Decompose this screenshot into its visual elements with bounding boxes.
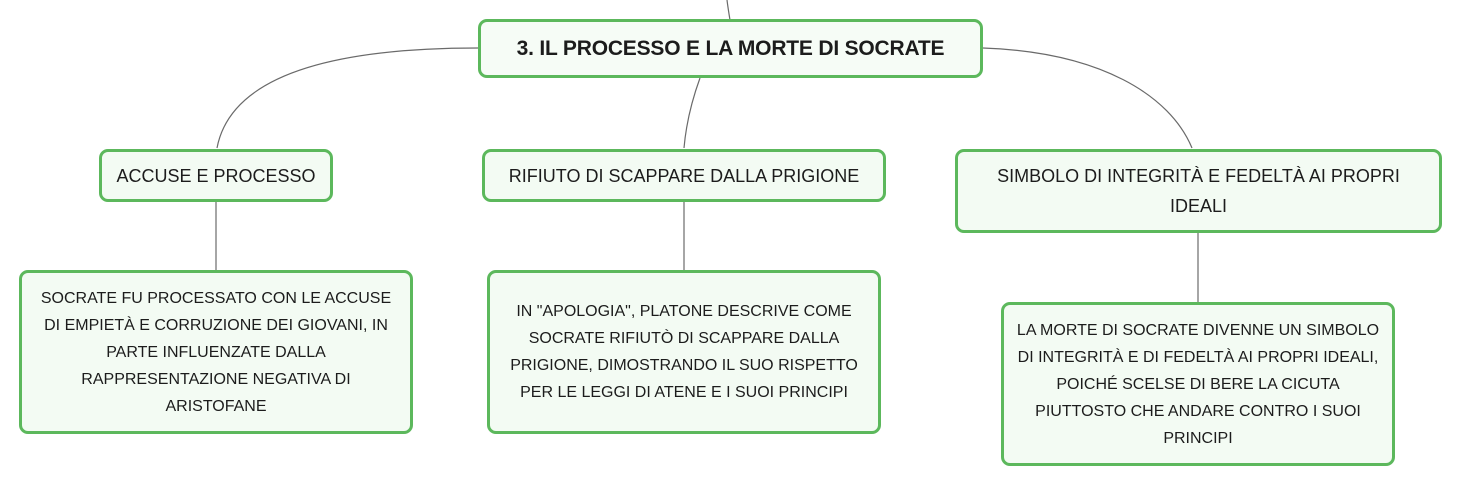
topic-node-accuse-e-processo[interactable]: ACCUSE E PROCESSO: [99, 149, 333, 202]
topic-node-simbolo-di-integrita[interactable]: SIMBOLO DI INTEGRITÀ E FEDELTÀ AI PROPRI…: [955, 149, 1442, 233]
root-node[interactable]: 3. IL PROCESSO E LA MORTE DI SOCRATE: [478, 19, 983, 78]
detail-text: IN "APOLOGIA", PLATONE DESCRIVE COME SOC…: [510, 303, 858, 401]
detail-text: SOCRATE FU PROCESSATO CON LE ACCUSE DI E…: [40, 289, 392, 415]
connector-parent-to-root: [726, 0, 731, 21]
detail-node-accuse-e-processo[interactable]: SOCRATE FU PROCESSATO CON LE ACCUSE DI E…: [19, 270, 413, 434]
detail-node-simbolo-di-integrita[interactable]: LA MORTE DI SOCRATE DIVENNE UN SIMBOLO D…: [1001, 302, 1395, 466]
connector-root-to-topic-3: [982, 47, 1193, 149]
connector-root-to-topic-1: [216, 47, 479, 149]
topic-node-rifiuto-di-scappare[interactable]: RIFIUTO DI SCAPPARE DALLA PRIGIONE: [482, 149, 886, 202]
detail-node-rifiuto-di-scappare[interactable]: IN "APOLOGIA", PLATONE DESCRIVE COME SOC…: [487, 270, 881, 434]
topic-label: SIMBOLO DI INTEGRITÀ E FEDELTÀ AI PROPRI…: [997, 166, 1400, 216]
connector-root-to-topic-2: [683, 77, 701, 149]
topic-label: ACCUSE E PROCESSO: [116, 165, 316, 186]
root-title: 3. IL PROCESSO E LA MORTE DI SOCRATE: [516, 36, 945, 60]
topic-label: RIFIUTO DI SCAPPARE DALLA PRIGIONE: [508, 165, 860, 186]
detail-text: LA MORTE DI SOCRATE DIVENNE UN SIMBOLO D…: [1016, 321, 1380, 447]
